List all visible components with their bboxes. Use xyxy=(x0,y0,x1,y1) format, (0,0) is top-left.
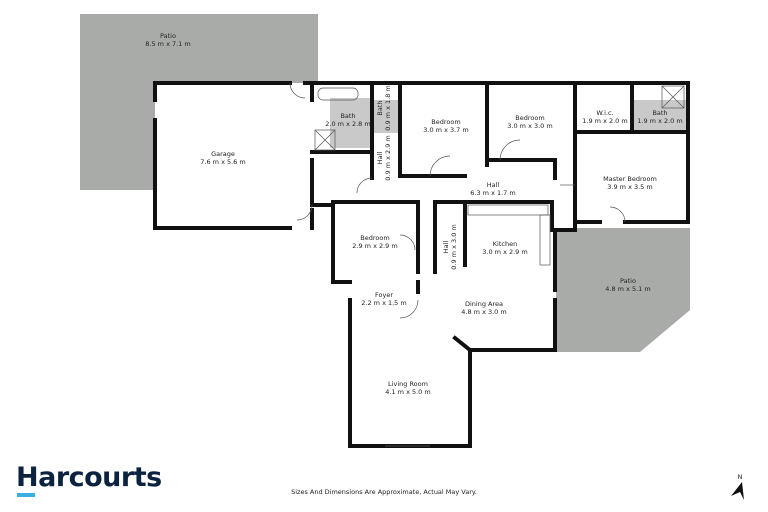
logo-accent-bar xyxy=(17,493,35,497)
svg-text:0.9 m x 3.0 m: 0.9 m x 3.0 m xyxy=(450,224,458,269)
bath-ensuite-floor xyxy=(634,100,686,130)
bath-floor xyxy=(330,98,370,148)
svg-text:Living Room: Living Room xyxy=(388,380,428,388)
svg-text:Patio: Patio xyxy=(160,32,176,40)
svg-text:4.1 m x 5.0 m: 4.1 m x 5.0 m xyxy=(385,388,430,396)
svg-text:2.0 m x 2.8 m: 2.0 m x 2.8 m xyxy=(325,120,370,128)
svg-text:Dining Area: Dining Area xyxy=(465,300,503,308)
walls xyxy=(153,81,690,448)
svg-text:N: N xyxy=(738,473,743,481)
svg-text:0.9 m x 2.9 m: 0.9 m x 2.9 m xyxy=(384,135,392,180)
svg-text:2.2 m x 1.5 m: 2.2 m x 1.5 m xyxy=(361,299,406,307)
svg-text:Bedroom: Bedroom xyxy=(515,114,544,122)
svg-text:7.6 m x 5.6 m: 7.6 m x 5.6 m xyxy=(200,158,245,166)
svg-text:Hall: Hall xyxy=(442,241,450,254)
svg-text:W.i.c.: W.i.c. xyxy=(596,109,613,117)
svg-text:Bath: Bath xyxy=(340,112,355,120)
svg-text:Garage: Garage xyxy=(211,150,235,158)
harcourts-logo: Harcourts xyxy=(16,462,162,493)
svg-text:1.9 m x 2.0 m: 1.9 m x 2.0 m xyxy=(582,117,627,125)
svg-text:Patio: Patio xyxy=(620,277,636,285)
svg-text:3.0 m x 3.0 m: 3.0 m x 3.0 m xyxy=(507,122,552,130)
svg-text:3.9 m x 3.5 m: 3.9 m x 3.5 m xyxy=(607,183,652,191)
svg-text:3.0 m x 2.9 m: 3.0 m x 2.9 m xyxy=(482,248,527,256)
svg-text:Hall: Hall xyxy=(487,181,500,189)
svg-text:1.9 m x 2.0 m: 1.9 m x 2.0 m xyxy=(637,117,682,125)
svg-text:Bedroom: Bedroom xyxy=(360,234,389,242)
room-label-wic: W.i.c.1.9 m x 2.0 m xyxy=(582,109,627,125)
svg-text:Bath: Bath xyxy=(376,100,384,115)
svg-text:4.8 m x 3.0 m: 4.8 m x 3.0 m xyxy=(461,308,506,316)
door-swings xyxy=(289,82,685,447)
svg-text:Hall: Hall xyxy=(376,152,384,165)
north-arrow-icon: N xyxy=(731,473,744,500)
svg-text:Master Bedroom: Master Bedroom xyxy=(603,175,657,183)
svg-text:3.0 m x 3.7 m: 3.0 m x 3.7 m xyxy=(423,126,468,134)
svg-text:Kitchen: Kitchen xyxy=(493,240,517,248)
svg-text:Foyer: Foyer xyxy=(375,291,393,299)
svg-text:2.9 m x 2.9 m: 2.9 m x 2.9 m xyxy=(352,242,397,250)
disclaimer: Sizes And Dimensions Are Approximate, Ac… xyxy=(291,488,477,496)
bath-small-floor xyxy=(374,100,398,133)
svg-text:Bedroom: Bedroom xyxy=(431,118,460,126)
svg-text:Bath: Bath xyxy=(652,109,667,117)
patio-area-side xyxy=(556,228,690,352)
svg-text:0.9 m x 1.8 m: 0.9 m x 1.8 m xyxy=(384,85,392,130)
svg-text:4.8 m x 5.1 m: 4.8 m x 5.1 m xyxy=(605,285,650,293)
patio-area-rear xyxy=(80,14,318,190)
svg-text:8.5 m x 7.1 m: 8.5 m x 7.1 m xyxy=(145,40,190,48)
svg-text:6.3 m x 1.7 m: 6.3 m x 1.7 m xyxy=(470,189,515,197)
